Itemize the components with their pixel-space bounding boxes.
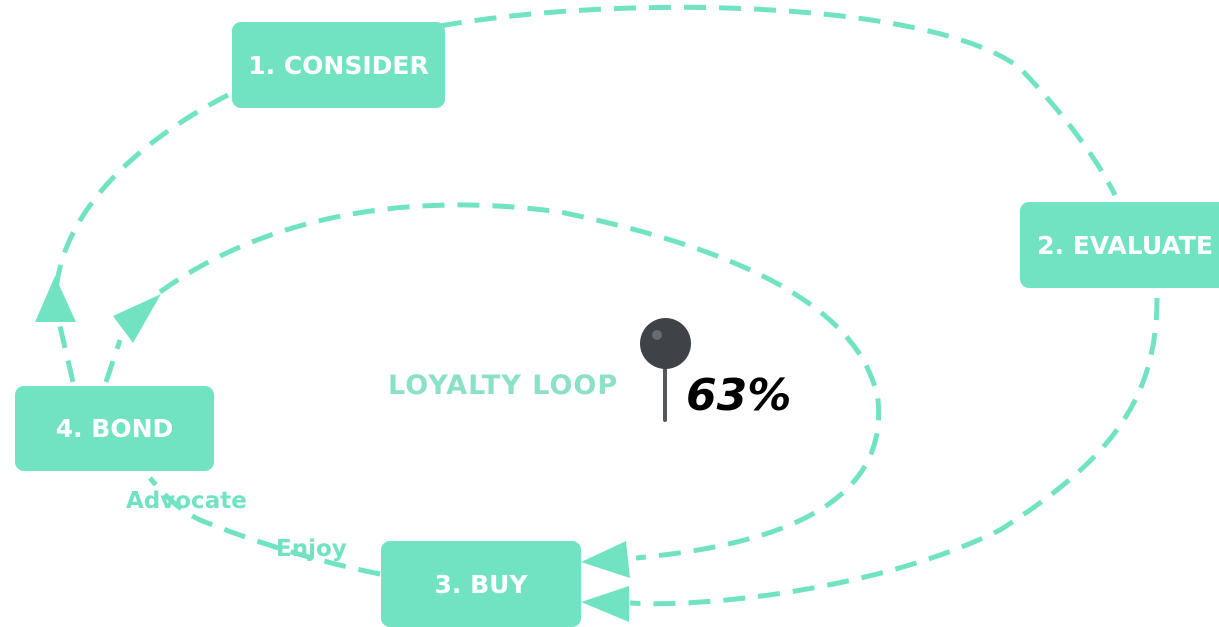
- stage-evaluate-box: 2. EVALUATE: [1020, 202, 1219, 288]
- path-bond-to-inner-stub: [103, 339, 123, 383]
- loyalty-loop-title: LOYALTY LOOP: [388, 370, 619, 401]
- path-consider-to-bond: [53, 92, 230, 293]
- path-consider-to-evaluate: [439, 4, 1118, 197]
- stage-buy-box: 3. BUY: [381, 541, 581, 627]
- path-buy-to-bond: [148, 476, 381, 577]
- enjoy-label: Enjoy: [276, 536, 347, 562]
- stage-consider-box: 1. CONSIDER: [232, 22, 445, 108]
- stage-evaluate-label: 2. EVALUATE: [1037, 230, 1213, 260]
- path-evaluate-to-buy: [629, 297, 1160, 607]
- stage-buy-label: 3. BUY: [434, 569, 528, 599]
- path-inner-loop: [158, 202, 882, 561]
- pin-stick: [663, 350, 667, 422]
- path-bond-to-consider-stub: [56, 321, 76, 383]
- stage-bond-box: 4. BOND: [15, 386, 214, 471]
- stage-consider-label: 1. CONSIDER: [248, 50, 429, 80]
- arrow-into-buy-lower: [581, 586, 629, 622]
- arrow-up-left: [35, 276, 76, 322]
- advocate-label: Advocate: [126, 488, 247, 514]
- stage-bond-label: 4. BOND: [55, 414, 174, 443]
- arrow-inner-upleft: [113, 294, 161, 343]
- pin-head: [640, 318, 691, 369]
- loyalty-percent-value: 63%: [686, 370, 792, 421]
- pin-highlight: [652, 330, 662, 340]
- arrow-into-buy-upper: [581, 541, 630, 578]
